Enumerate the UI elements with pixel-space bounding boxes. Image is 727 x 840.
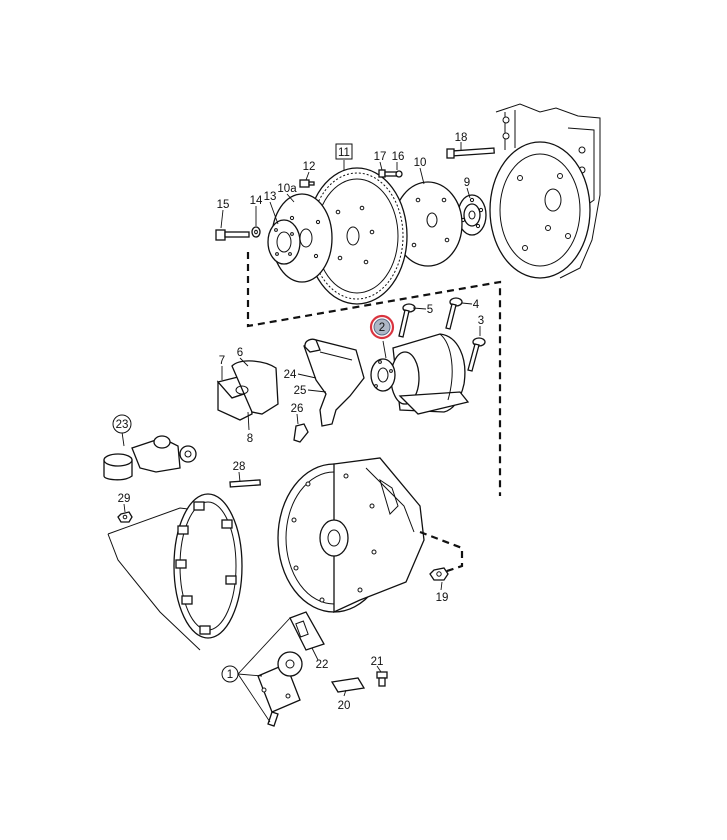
- label-1: 1: [227, 669, 233, 681]
- bolt-5: [398, 303, 416, 338]
- label-11-box: [335, 143, 353, 160]
- label-26: 26: [291, 403, 304, 415]
- bellhousing: [277, 457, 425, 614]
- label-19: 19: [436, 592, 449, 604]
- label-3: 3: [478, 315, 484, 327]
- callout-labels: 18 11 17 16 10 12 9 10a 13 14 15 5 4 3 2…: [112, 132, 484, 712]
- plate-10: [393, 181, 463, 267]
- label-13: 13: [264, 191, 277, 203]
- gearbox-housing: [107, 493, 243, 651]
- bolt-4: [445, 297, 463, 330]
- label-28: 28: [233, 461, 246, 473]
- bracket-22: [289, 611, 325, 651]
- bolt-18: [446, 147, 495, 159]
- bracket-20: [330, 677, 366, 693]
- filter-23: [103, 435, 197, 481]
- label-7: 7: [219, 355, 225, 367]
- label-23-circle: [112, 414, 132, 434]
- bolt-15: [215, 229, 250, 241]
- pin-28: [229, 479, 261, 488]
- leader-lines: [121, 142, 481, 723]
- mount-1: [257, 651, 303, 727]
- label-10a: 10a: [277, 183, 297, 195]
- label-12: 12: [303, 161, 316, 173]
- label-22: 22: [316, 659, 329, 671]
- label-6: 6: [237, 347, 243, 359]
- label-1-circle: [221, 665, 239, 683]
- nut-12: [299, 179, 315, 188]
- washer-14: [251, 226, 261, 238]
- label-2: 2: [379, 322, 385, 334]
- label-15: 15: [217, 199, 230, 211]
- label-24: 24: [284, 369, 297, 381]
- bolt-21: [376, 671, 388, 687]
- pump-motor: [390, 333, 470, 415]
- bolt-3: [467, 337, 486, 372]
- label-4: 4: [473, 299, 480, 311]
- bracket-7-8: [216, 360, 279, 421]
- pipe-26: [293, 423, 309, 443]
- bolt-16-17: [378, 169, 403, 178]
- label-14: 14: [250, 195, 263, 207]
- pump-hub: [370, 358, 396, 392]
- label-16: 16: [392, 151, 405, 163]
- label-18: 18: [455, 132, 468, 144]
- nut-19-dashed-line: [419, 530, 464, 576]
- assembly-dashed-frame: [246, 252, 502, 496]
- highlight-circle: [373, 318, 391, 336]
- ring-13: [267, 219, 301, 265]
- label-10: 10: [414, 157, 427, 169]
- label-5: 5: [427, 304, 433, 316]
- nut-19: [429, 567, 449, 581]
- label-17: 17: [374, 151, 387, 163]
- label-20: 20: [338, 700, 351, 712]
- label-21: 21: [371, 656, 384, 668]
- label-29: 29: [118, 493, 131, 505]
- label-8: 8: [247, 433, 253, 445]
- bracket-24-25: [303, 338, 365, 427]
- nut-29: [117, 511, 133, 523]
- label-25: 25: [294, 385, 307, 397]
- flywheel-housing: [489, 141, 591, 279]
- label-9: 9: [464, 177, 470, 189]
- label-23: 23: [116, 419, 129, 431]
- label-11: 11: [338, 147, 350, 159]
